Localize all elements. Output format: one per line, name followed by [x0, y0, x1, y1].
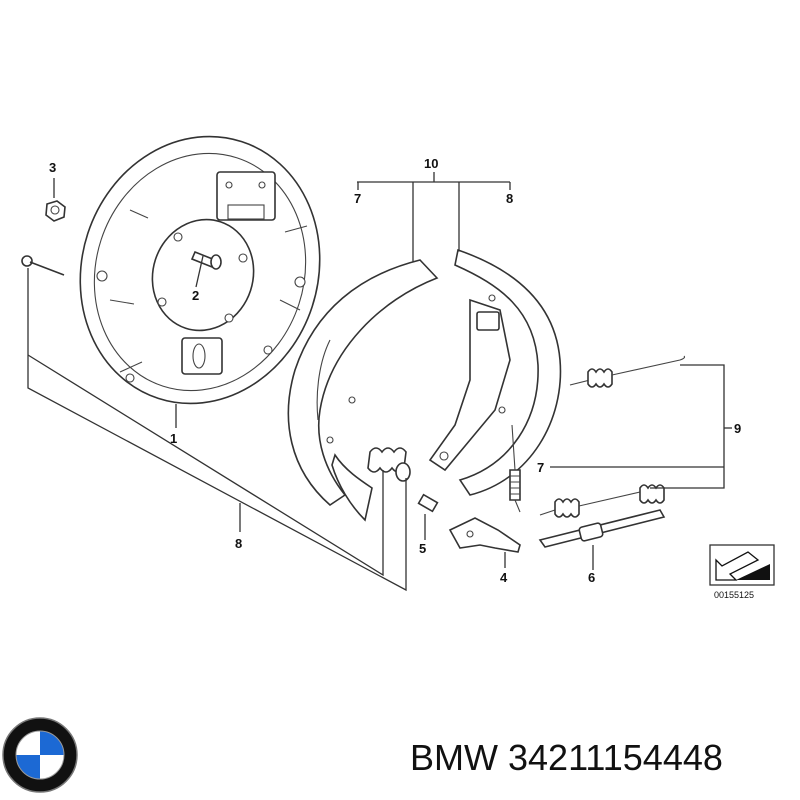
part-number: 34211154448	[508, 737, 723, 778]
adjuster-pin	[417, 493, 439, 513]
callout-9: 9	[734, 421, 741, 436]
bmw-roundel-icon	[2, 717, 78, 793]
callout-10: 10	[424, 156, 438, 171]
return-spring-upper	[569, 355, 686, 388]
callout-4: 4	[500, 570, 508, 585]
callout-8-top: 8	[506, 191, 513, 206]
leader-2	[195, 255, 204, 288]
vertical-spring	[509, 424, 521, 513]
bracket-9	[650, 364, 725, 489]
retaining-pin	[21, 255, 65, 276]
brake-shoe-right	[428, 248, 562, 496]
callout-3: 3	[49, 160, 56, 175]
nut	[45, 200, 66, 222]
direction-arrow-icon	[709, 544, 775, 586]
adjuster-rod	[538, 509, 666, 548]
part-caption: BMW 34211154448	[410, 737, 795, 779]
adjuster-lever	[448, 517, 521, 553]
callout-7-middle: 7	[537, 460, 544, 475]
return-spring-lower	[539, 484, 665, 518]
brake-shoe-left	[287, 259, 439, 522]
callout-6: 6	[588, 570, 595, 585]
diagram-code: 00155125	[714, 590, 754, 600]
stud	[190, 250, 222, 270]
callout-8-bottom: 8	[235, 536, 242, 551]
brand-label: BMW	[410, 737, 498, 778]
bracket-8	[27, 268, 407, 592]
callout-2: 2	[192, 288, 199, 303]
callout-5: 5	[419, 541, 426, 556]
callout-7-top: 7	[354, 191, 361, 206]
hold-down-spring	[367, 447, 411, 482]
callout-1: 1	[170, 431, 177, 446]
